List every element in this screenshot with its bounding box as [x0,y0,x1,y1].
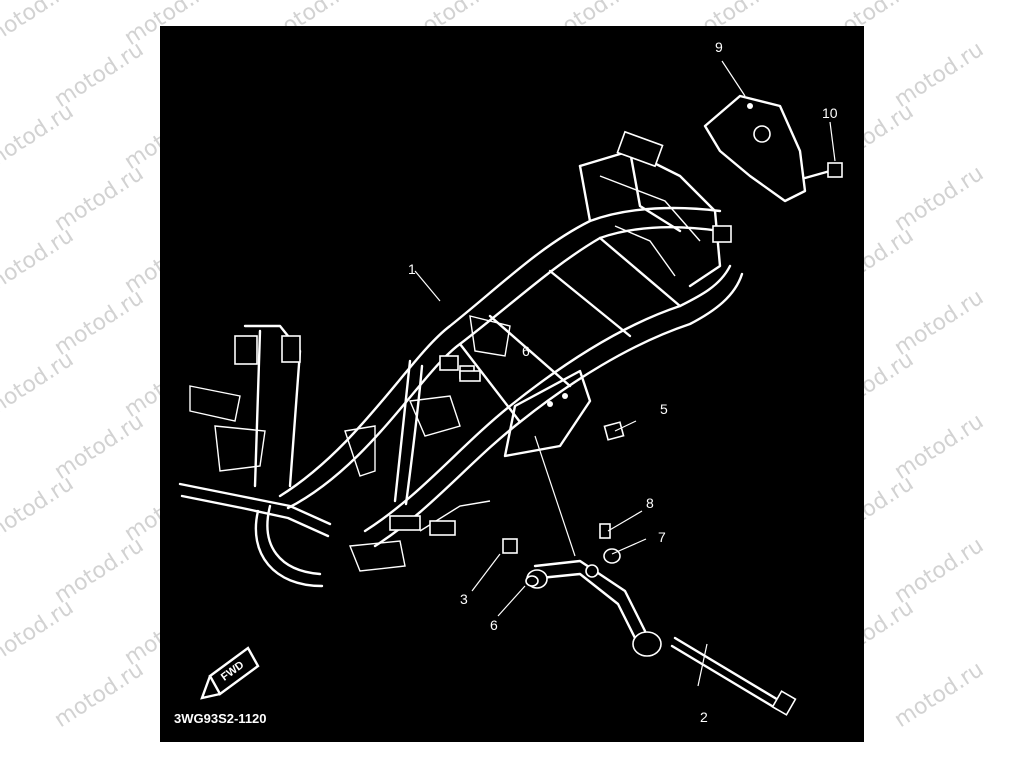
watermark-text: motod.ru [890,657,989,733]
parts-diagram-panel: FWD 1 2 3 5 6 6 7 8 9 10 3WG93S2-1120 [160,26,864,742]
callout-2: 2 [700,709,708,725]
fwd-arrow-icon: FWD [200,646,260,700]
frame-exploded-view: FWD [178,60,843,716]
callout-6-stand: 6 [490,617,498,633]
callout-1: 1 [408,261,416,277]
watermark-text: motod.ru [0,347,79,423]
watermark-text: motod.ru [0,223,79,299]
callout-9: 9 [715,39,723,55]
watermark-text: motod.ru [0,0,79,51]
callout-7: 7 [658,529,666,545]
callout-5: 5 [660,401,668,417]
watermark-text: motod.ru [0,471,79,547]
callout-10: 10 [822,105,838,121]
watermark-text: motod.ru [50,657,149,733]
watermark-text: motod.ru [0,595,79,671]
center-stand [526,559,797,716]
watermark-text: motod.ru [0,99,79,175]
main-frame [178,94,843,588]
callout-3: 3 [460,591,468,607]
callout-8: 8 [646,495,654,511]
callout-6-bracket: 6 [522,343,530,359]
hardware-parts [459,370,625,587]
leader-lines [414,60,836,687]
diagram-code: 3WG93S2-1120 [174,711,267,726]
